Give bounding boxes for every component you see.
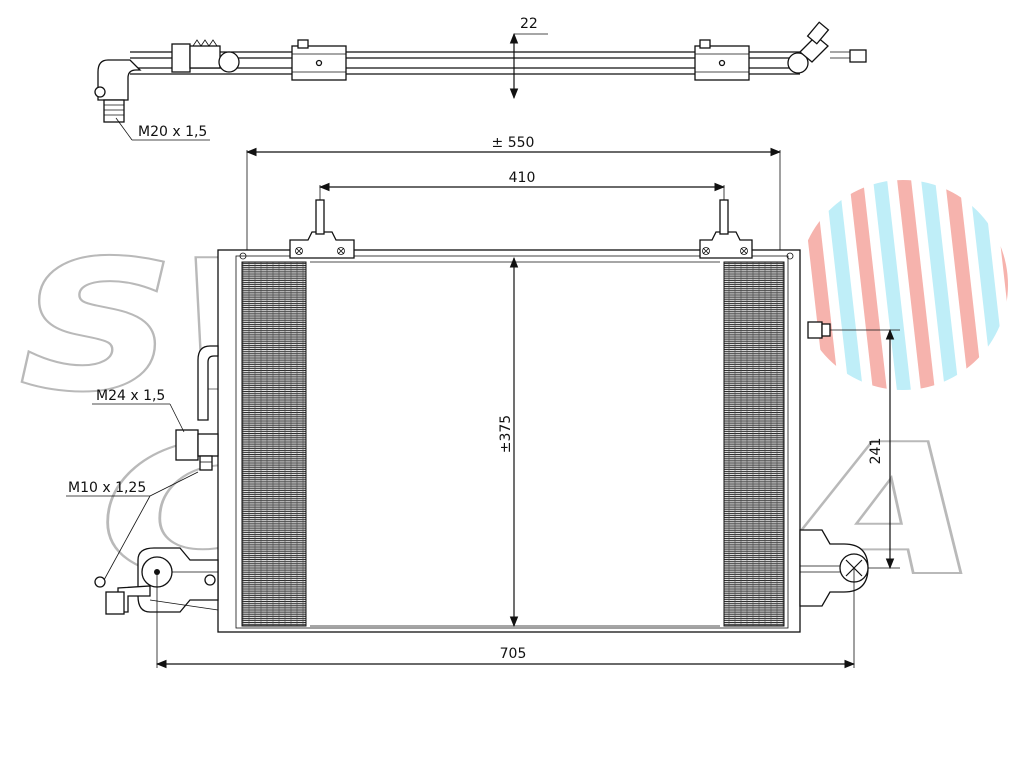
inlet-pipe: [197, 345, 219, 421]
front-view: [94, 150, 900, 668]
thread-callouts: M24 x 1,5 M10 x 1,25: [66, 388, 199, 581]
dimension-lines: ± 550 410 ±375 241 705: [155, 135, 895, 669]
logo-stripe: [992, 180, 1008, 390]
logo-stripe: [920, 180, 960, 390]
logo-stripe: [968, 180, 1008, 390]
logo-stripe: [896, 180, 936, 390]
logo-stripe: [800, 180, 840, 390]
logo-stripe: [824, 180, 864, 390]
label-inlet-thread: M24 x 1,5: [96, 388, 165, 404]
inlet-fitting: [175, 429, 199, 461]
mount-bracket-right: [699, 231, 753, 259]
pressure-switch: [199, 455, 213, 471]
logo-stripe: [848, 180, 888, 390]
dim-core-height: ±375: [498, 415, 514, 453]
fin-block-left: [241, 261, 307, 627]
logo-stripe: [872, 180, 912, 390]
top-view: 22 M20 x 1,5: [94, 16, 867, 141]
condenser-frame: [217, 249, 801, 633]
dim-top-tube-offset: 22: [520, 16, 538, 32]
outlet-fitting: [105, 591, 125, 615]
fin-block-right: [723, 261, 785, 627]
dim-mount-spacing: 410: [509, 170, 536, 186]
logo-stripe: [944, 180, 984, 390]
mount-pin-right: [719, 199, 729, 235]
condenser-core-outline: [235, 255, 789, 629]
temperature-sensor: [807, 321, 823, 339]
mount-bracket-left: [289, 231, 355, 259]
dim-overall-width: ± 550: [492, 135, 535, 151]
dim-sensor-height: 241: [868, 438, 884, 465]
mount-pin-left: [315, 199, 325, 235]
bolt-marks: [239, 247, 794, 260]
label-top-fitting-thread: M20 x 1,5: [138, 124, 207, 140]
brand-logo: [800, 180, 1008, 390]
label-switch-thread: M10 x 1,25: [68, 480, 146, 496]
dim-bracket-span: 705: [500, 646, 527, 662]
